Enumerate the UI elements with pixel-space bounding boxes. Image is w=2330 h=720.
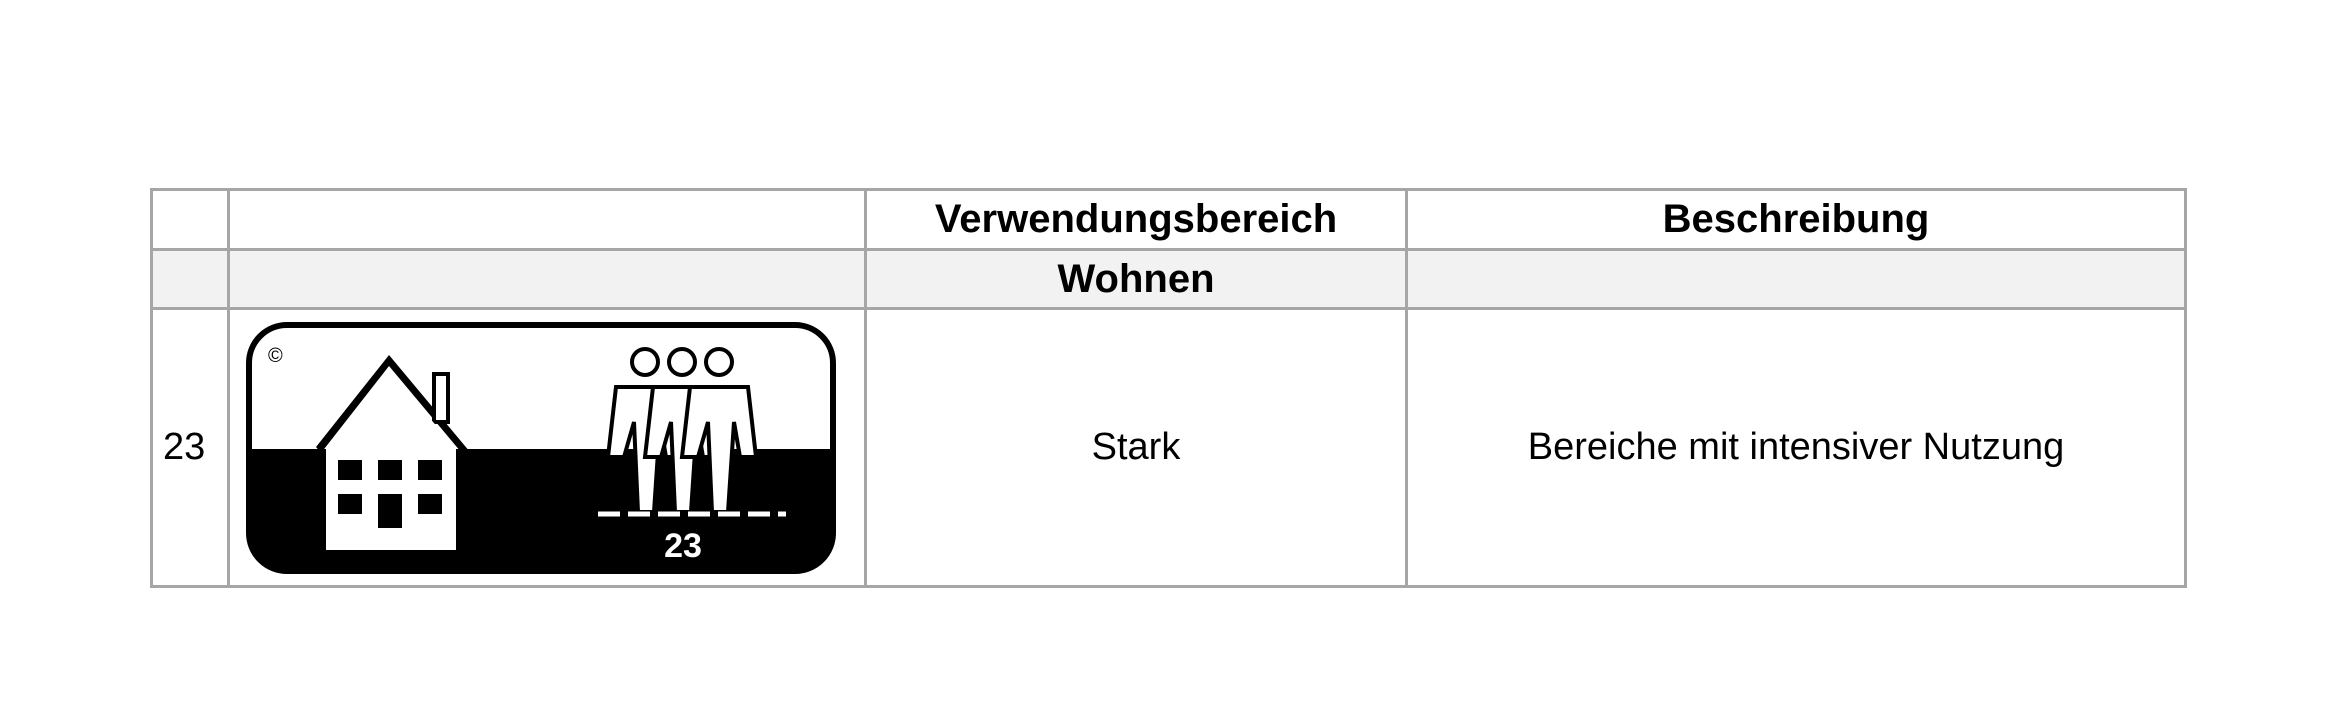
table-row: 23 © — [150, 307, 2187, 588]
header-area-cell: Verwendungsbereich — [864, 188, 1408, 251]
house-people-pictogram-icon: © — [246, 321, 836, 574]
header-description-cell: Beschreibung — [1405, 188, 2187, 251]
copyright-mark: © — [268, 345, 283, 367]
house-icon — [316, 354, 470, 550]
table-header-row: Verwendungsbereich Beschreibung — [150, 188, 2187, 251]
row-icon-cell: © — [227, 307, 867, 588]
group-row: Wohnen — [150, 248, 2187, 310]
row-area-cell: Stark — [864, 307, 1408, 588]
group-label-cell: Wohnen — [864, 248, 1408, 310]
group-empty-cell — [227, 248, 867, 310]
row-number-cell: 23 — [150, 307, 230, 588]
usage-class-table: Verwendungsbereich Beschreibung Wohnen 2… — [150, 188, 2187, 588]
group-empty-cell — [1405, 248, 2187, 310]
header-icon-cell — [227, 188, 867, 251]
pictogram-class-number: 23 — [664, 527, 702, 565]
header-number-cell — [150, 188, 230, 251]
group-empty-cell — [150, 248, 230, 310]
row-description-cell: Bereiche mit intensiver Nutzung — [1405, 307, 2187, 588]
people-icon — [598, 346, 786, 516]
